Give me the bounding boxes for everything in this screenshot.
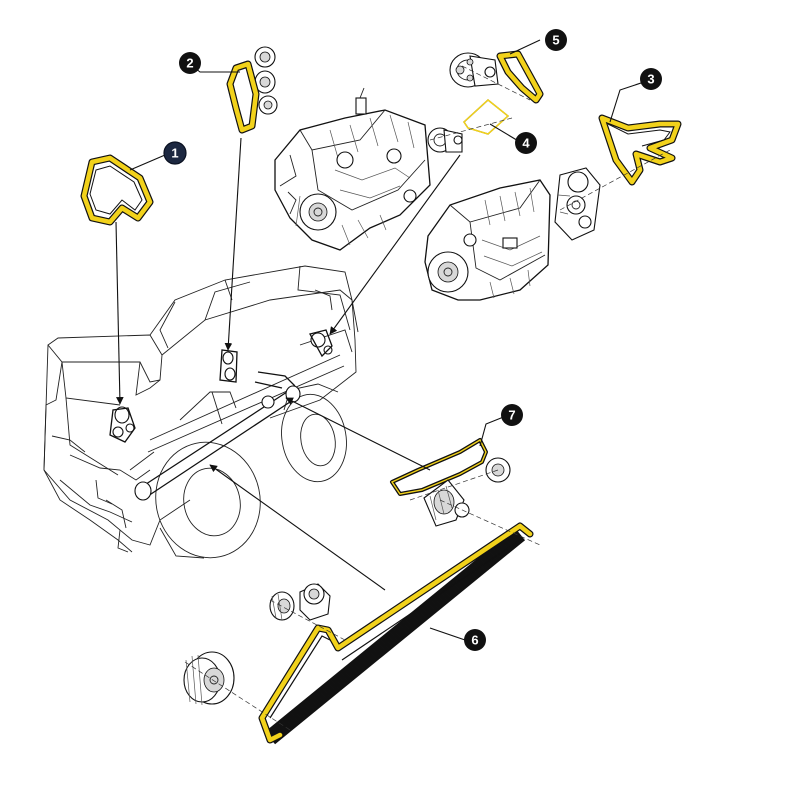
location-belt-1 [109,406,136,443]
location-arrows [115,137,461,591]
callout-6[interactable]: 6 [464,629,486,651]
svg-text:4: 4 [522,136,530,151]
callout-4[interactable]: 4 [515,132,537,154]
callout-1[interactable]: 1 [163,141,187,165]
callout-7[interactable]: 7 [501,404,523,426]
belt-1 [80,154,154,226]
svg-text:5: 5 [552,33,559,48]
compressor-4 [427,127,463,153]
callout-5[interactable]: 5 [545,29,567,51]
belt-3 [598,114,682,186]
belt-2 [226,60,260,134]
belt-5 [496,50,544,104]
belt-4 [463,99,510,135]
belt-7 [390,438,488,496]
callout-3[interactable]: 3 [640,68,662,90]
pulley-group-6 [183,583,331,706]
location-belt-4 [309,329,333,358]
callout-leaders [129,39,651,641]
centerlines [184,65,671,731]
alternator-5 [449,52,499,88]
forage-harvester-outline [43,265,359,559]
svg-text:3: 3 [647,72,654,87]
svg-text:1: 1 [171,146,178,161]
callout-2[interactable]: 2 [179,52,201,74]
belt-6 [258,522,534,745]
svg-text:2: 2 [186,56,193,71]
accessory-3 [554,167,601,241]
engine-block-b [424,179,551,301]
location-belt-2 [219,349,238,383]
pulley-stack-2 [254,46,278,115]
svg-text:6: 6 [471,633,478,648]
svg-text:7: 7 [508,408,515,423]
engine-block-a [274,87,431,251]
